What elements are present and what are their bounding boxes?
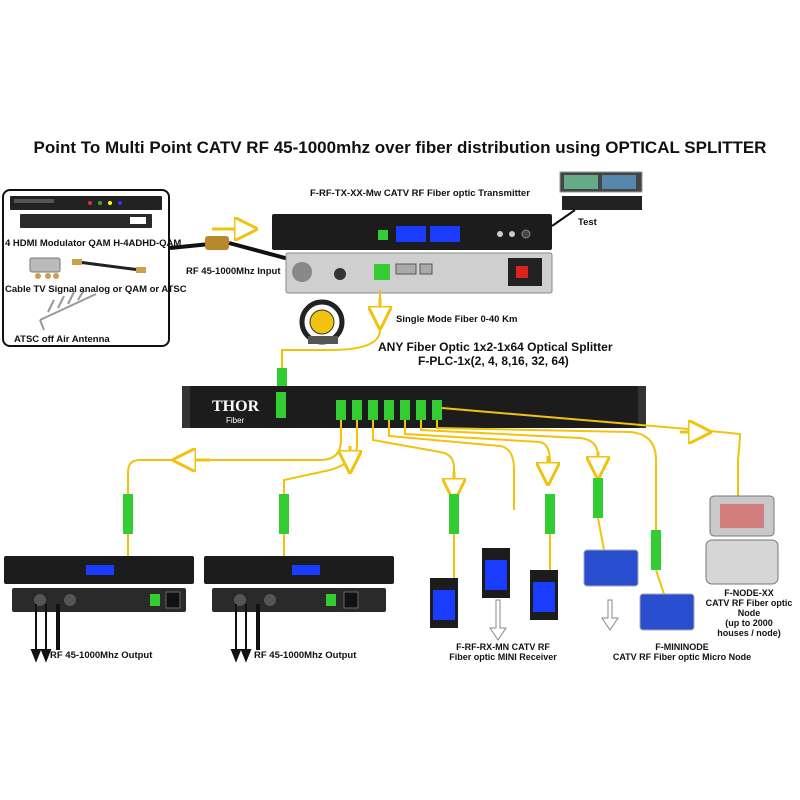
fiber-spool — [299, 299, 345, 345]
micro-node-label: F-MININODE CATV RF Fiber optic Micro Nod… — [594, 642, 770, 662]
rf-output-label-2: RF 45-1000Mhz Output — [254, 650, 357, 661]
antenna-icon — [39, 289, 97, 331]
drop-fiber-tails — [127, 517, 665, 595]
distribution-fibers — [127, 407, 742, 540]
transmitter-label: F-RF-TX-XX-Mw CATV RF Fiber optic Transm… — [310, 188, 530, 199]
fiber-node-label-2: CATV RF Fiber optic — [705, 598, 793, 608]
micro-node-label-2: CATV RF Fiber optic Micro Node — [612, 652, 752, 662]
mini-receiver-label-2: Fiber optic MINI Receiver — [449, 652, 557, 662]
test-monitor — [551, 171, 643, 227]
fiber-node-label: F-NODE-XX CATV RF Fiber optic Node (up t… — [700, 588, 798, 638]
splitter-brand-sub: Fiber — [226, 416, 245, 425]
fiber-label: Single Mode Fiber 0-40 Km — [396, 314, 518, 325]
coax-cable-icon — [72, 259, 146, 273]
mini-receivers — [430, 548, 558, 628]
transmitter-rear-panel — [285, 252, 553, 294]
antenna-label: ATSC off Air Antenna — [14, 334, 110, 345]
fiber-node-label-4: (up to 2000 — [725, 618, 773, 628]
distribution-arrows — [184, 432, 700, 490]
fiber-node-label-3: Node — [737, 608, 761, 618]
hdmi-modulator-device — [10, 196, 162, 228]
rack-receiver-2 — [204, 556, 394, 612]
page-title: Point To Multi Point CATV RF 45-1000mhz … — [33, 138, 767, 157]
splitter-label-2: F-PLC-1x(2, 4, 8,16, 32, 64) — [418, 354, 569, 368]
splitter-brand-logo: THOR — [212, 398, 260, 415]
transmitter-front-panel — [272, 214, 552, 250]
mini-receiver-output-arrow — [489, 599, 507, 641]
cable-splitter-icon — [29, 257, 61, 279]
signal-sources-box — [2, 189, 170, 347]
micro-nodes — [583, 549, 695, 631]
modulator-label: 4 HDMI Modulator QAM H-4ADHD-QAM — [5, 238, 182, 249]
rf-input-label: RF 45-1000Mhz Input — [186, 266, 281, 277]
fiber-node-device — [705, 495, 779, 585]
splitter-label-1: ANY Fiber Optic 1x2-1x64 Optical Splitte… — [378, 340, 613, 354]
splitter-input-connector — [277, 368, 287, 394]
splitter-output-ports — [336, 400, 442, 420]
mini-receiver-label-1: F-RF-RX-MN CATV RF — [456, 642, 550, 652]
micro-node-output-arrow — [601, 599, 619, 631]
mini-receiver-label: F-RF-RX-MN CATV RF Fiber optic MINI Rece… — [428, 642, 578, 662]
micro-node-label-1: F-MININODE — [655, 642, 709, 652]
rf-output-arrows — [30, 604, 260, 663]
rack-receiver-1 — [4, 556, 194, 612]
fiber-node-label-1: F-NODE-XX — [724, 588, 774, 598]
test-label: Test — [578, 217, 597, 228]
optical-splitter-chassis — [182, 386, 646, 428]
fiber-node-label-5: houses / node) — [717, 628, 781, 638]
cable-signal-label: Cable TV Signal analog or QAM or ATSC — [5, 284, 187, 295]
rf-output-label-1: RF 45-1000Mhz Output — [50, 650, 153, 661]
